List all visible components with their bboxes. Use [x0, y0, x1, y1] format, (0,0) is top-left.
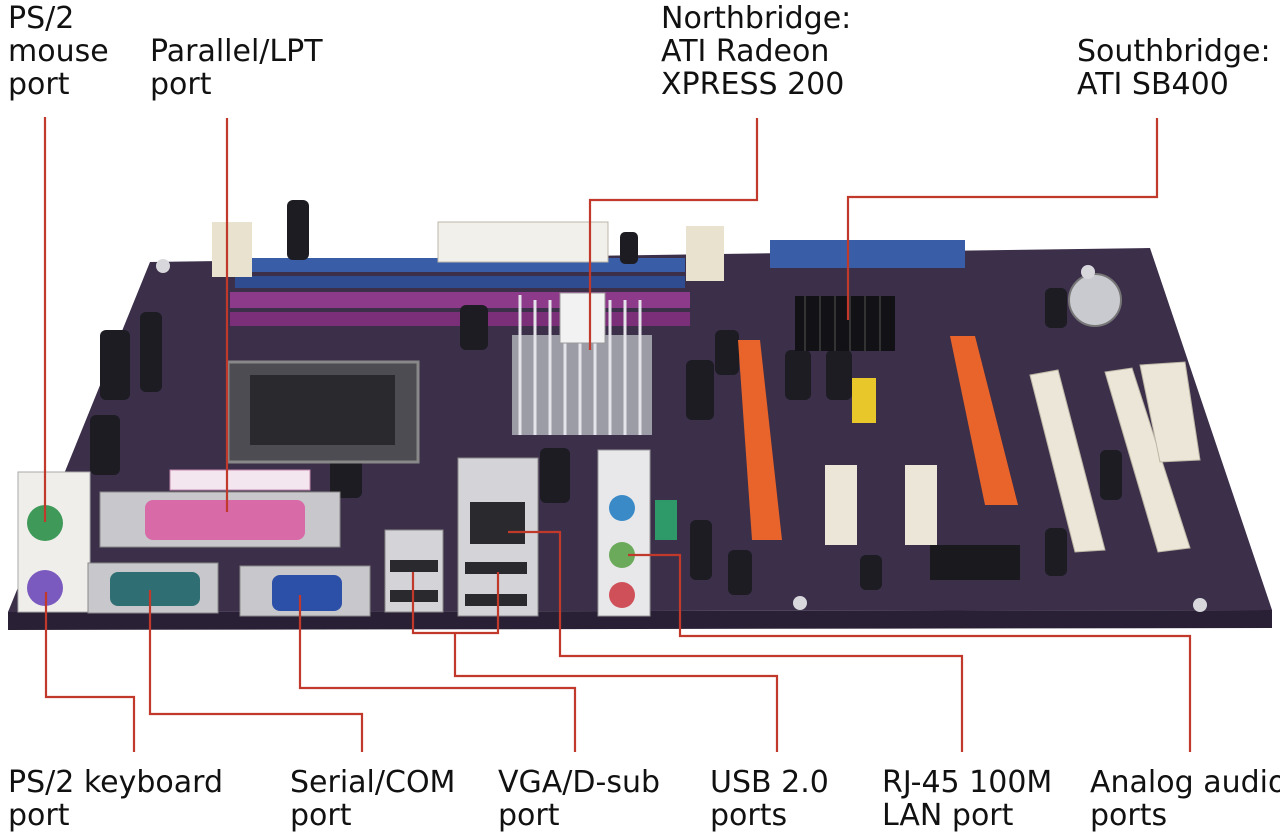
label-line: port — [8, 67, 70, 102]
cmos-battery — [1068, 273, 1122, 327]
usb-port — [390, 590, 438, 602]
usb-port — [390, 560, 438, 572]
green-header — [655, 500, 677, 540]
white-slot-a — [825, 465, 857, 545]
parallel-label-sticker — [169, 469, 311, 491]
bios-chip — [930, 545, 1020, 580]
usb-port — [465, 562, 527, 574]
label-audio: Analog audio ports — [1090, 766, 1280, 832]
label-line: ATI Radeon — [661, 34, 830, 69]
dimm-slot-purple — [230, 292, 690, 308]
serial-port — [110, 572, 200, 606]
ps2-keyboard-connector — [27, 570, 63, 606]
usb-port — [465, 594, 527, 606]
dimm-latch-left — [212, 222, 252, 277]
label-line: ports — [710, 798, 788, 833]
dimm-latch-right — [686, 226, 724, 281]
label-line: Northbridge: — [661, 1, 852, 36]
label-line: port — [8, 798, 70, 833]
atx-power-connector — [437, 221, 609, 263]
label-line: PS/2 — [8, 1, 75, 36]
pci-slot-white-1 — [1029, 369, 1106, 553]
expansion-slot-orange-1 — [738, 340, 782, 540]
label-ps2-mouse: PS/2 mouse port — [8, 2, 109, 101]
northbridge-heatsink — [512, 292, 652, 435]
label-serial: Serial/COM port — [290, 766, 455, 832]
vga-port — [272, 575, 342, 611]
label-line: port — [290, 798, 352, 833]
southbridge-heatsink — [795, 296, 895, 351]
label-southbridge: Southbridge: ATI SB400 — [1077, 35, 1271, 101]
pci-slot-white-2 — [1104, 367, 1191, 553]
label-usb: USB 2.0 ports — [710, 766, 829, 832]
label-line: ATI SB400 — [1077, 67, 1229, 102]
label-line: XPRESS 200 — [661, 67, 845, 102]
label-line: ports — [1090, 798, 1168, 833]
label-line: RJ-45 100M — [882, 765, 1053, 800]
label-northbridge: Northbridge: ATI Radeon XPRESS 200 — [661, 2, 851, 101]
label-line: mouse — [8, 34, 109, 69]
parallel-port — [145, 500, 305, 540]
label-line: Southbridge: — [1077, 34, 1271, 69]
label-line: port — [150, 67, 212, 102]
expansion-slot-orange-2 — [950, 336, 1018, 505]
label-line: VGA/D-sub — [498, 765, 661, 800]
audio-jack-green — [609, 542, 635, 568]
label-vga: VGA/D-sub port — [498, 766, 660, 832]
label-line: USB 2.0 — [710, 765, 829, 800]
ps2-mouse-connector — [27, 505, 63, 541]
white-slot-b — [905, 465, 937, 545]
label-line: Parallel/LPT — [150, 34, 323, 69]
cpu-socket-inner — [250, 375, 395, 445]
dimm-slot-blue-2 — [235, 276, 685, 288]
ide-connector — [1139, 361, 1201, 463]
label-line: port — [498, 798, 560, 833]
pcie-x16-blue-slot — [770, 240, 965, 268]
audio-jack-pink — [609, 582, 635, 608]
label-parallel: Parallel/LPT port — [150, 35, 323, 101]
audio-jack-blue — [609, 495, 635, 521]
label-line: Serial/COM — [290, 765, 456, 800]
rj45-port — [470, 502, 525, 544]
label-line: Analog audio — [1090, 765, 1280, 800]
label-line: PS/2 keyboard — [8, 765, 224, 800]
label-line: LAN port — [882, 798, 1014, 833]
yellow-header — [852, 378, 876, 423]
label-ps2-keyboard: PS/2 keyboard port — [8, 766, 223, 832]
label-rj45: RJ-45 100M LAN port — [882, 766, 1052, 832]
